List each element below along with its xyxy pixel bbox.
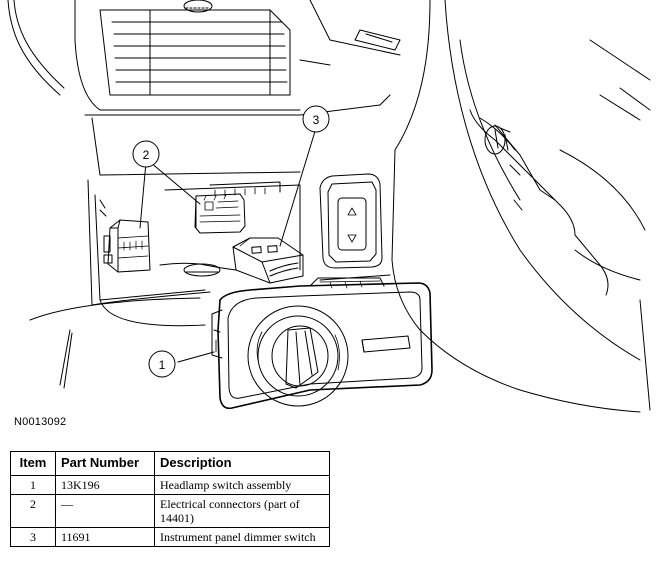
dimmer-switch-part <box>232 237 304 284</box>
cell-description: Instrument panel dimmer switch <box>154 527 330 547</box>
table-row: 3 11691 Instrument panel dimmer switch <box>10 527 330 547</box>
cell-item: 2 <box>10 494 56 528</box>
callout-1: 1 <box>148 350 176 378</box>
cell-description: Headlamp switch assembly <box>154 475 330 495</box>
leader-lines <box>139 127 317 363</box>
steering-column <box>391 0 651 413</box>
svg-text:2: 2 <box>143 148 150 162</box>
header-item: Item <box>10 451 56 476</box>
connector-left <box>103 219 151 273</box>
cell-part-number: 11691 <box>55 527 155 547</box>
table-header-row: Item Part Number Description <box>10 451 330 476</box>
table-row: 2 — Electrical connectors (part of 14401… <box>10 494 330 528</box>
cell-part-number: — <box>55 494 155 528</box>
cell-part-number: 13K196 <box>55 475 155 495</box>
leader-3 <box>279 127 317 247</box>
svg-text:3: 3 <box>313 113 320 127</box>
header-description: Description <box>154 451 330 476</box>
leader-2b <box>149 161 201 205</box>
callout-3: 3 <box>302 105 330 133</box>
table-row: 1 13K196 Headlamp switch assembly <box>10 475 330 495</box>
dashboard-upper <box>7 0 401 111</box>
cell-item: 1 <box>10 475 56 495</box>
header-part-number: Part Number <box>55 451 155 476</box>
headlamp-switch-illustration: 1 2 3 <box>7 0 651 413</box>
figure-id: N0013092 <box>14 416 67 428</box>
leader-2a <box>139 161 147 229</box>
cell-description: Electrical connectors (part of 14401) <box>154 494 330 528</box>
cell-item: 3 <box>10 527 56 547</box>
connector-center <box>194 193 246 234</box>
instrument-panel-trim <box>29 94 391 389</box>
dimmer-switch-bezel <box>319 173 391 281</box>
leader-1 <box>177 351 215 363</box>
svg-text:1: 1 <box>159 358 166 372</box>
parts-table: Item Part Number Description 1 13K196 He… <box>10 451 330 547</box>
callout-2: 2 <box>132 140 160 168</box>
headlamp-switch-assembly <box>211 277 433 410</box>
